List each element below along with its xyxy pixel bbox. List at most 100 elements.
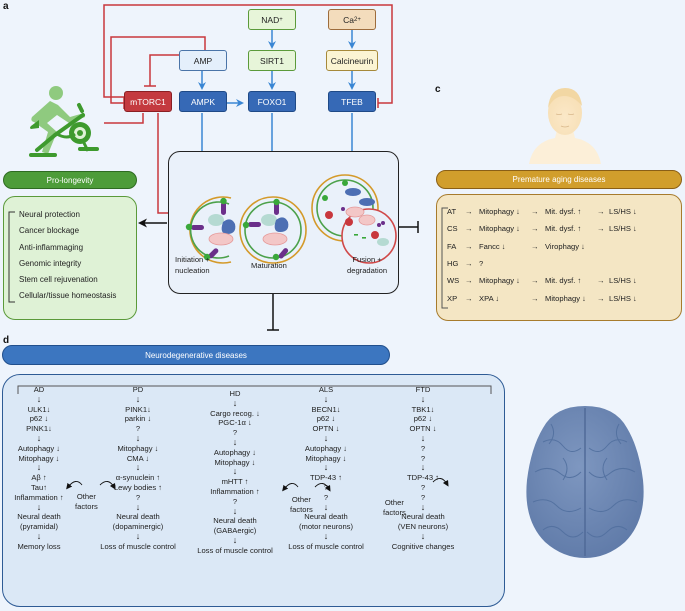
other-factors-line2: factors — [290, 505, 313, 514]
arrow-right-icon: → — [465, 276, 473, 286]
disease-step: Aβ ↑ — [31, 473, 47, 483]
disease-step: (GABAergic) — [213, 526, 257, 536]
disease-step: Loss of muscle control — [288, 541, 364, 551]
bracket-line — [8, 211, 15, 303]
disease-step: (dopaminergic) — [112, 522, 164, 532]
pro-longevity-item: Cancer blockage — [19, 226, 80, 236]
premature-aging-cell: XP — [447, 293, 458, 303]
arrow-down-icon: ↓ — [36, 432, 42, 443]
other-factors-line1: Other — [76, 492, 96, 501]
arrow-down-icon: ↓ — [232, 397, 238, 408]
node-ampk: AMPK — [179, 91, 227, 112]
node-mtorc1: mTORC1 — [124, 91, 172, 112]
arrow-down-icon: ↓ — [420, 393, 426, 404]
other-factors-label: Other factors — [383, 498, 406, 518]
stage-initiation-line1: Initiation + — [175, 255, 210, 264]
arrow-down-icon: ↓ — [135, 530, 141, 541]
arrow-down-icon: ↓ — [36, 393, 42, 404]
arrow-right-icon: → — [465, 258, 473, 268]
pro-longevity-item: Anti-inflammaging — [19, 242, 84, 252]
activation-lines — [198, 30, 356, 162]
autophagosome-icon — [239, 196, 307, 264]
disease-step: PINK1↓ — [125, 404, 151, 414]
disease-step: Mitophagy ↓ — [305, 453, 347, 463]
autophagy-stages-illustration — [185, 174, 397, 264]
arrow-down-icon: ↓ — [135, 462, 141, 473]
premature-aging-box: AT→Mitophagy ↓→Mit. dysf. ↑→LS/HS ↓CS→Mi… — [436, 194, 682, 321]
disease-step: TDP-43 ↑ — [406, 473, 440, 483]
disease-step: BECN1↓ — [311, 404, 341, 414]
arrow-down-icon: ↓ — [323, 530, 329, 541]
node-amp: AMP — [179, 50, 227, 71]
arrow-down-icon: ↓ — [135, 501, 141, 512]
arrow-down-icon: ↓ — [36, 462, 42, 473]
disease-step: PINK1↓ — [26, 424, 52, 434]
disease-step: (pyramidal) — [20, 522, 58, 532]
disease-step: Mitophagy ↓ — [214, 457, 256, 467]
premature-aging-cell: Mit. dysf. ↑ — [545, 224, 582, 234]
pro-longevity-banner: Pro-longevity — [3, 171, 137, 189]
pro-longevity-item: Cellular/tissue homeostasis — [19, 291, 117, 301]
arrow-down-icon: ↓ — [232, 436, 238, 447]
arrow-down-icon: ↓ — [323, 501, 329, 512]
disease-step: Neural death — [116, 512, 160, 522]
disease-step: Autophagy ↓ — [304, 443, 348, 453]
arrow-down-icon: ↓ — [36, 530, 42, 541]
premature-aging-cell: LS/HS ↓ — [609, 224, 637, 234]
disease-step: ? — [135, 424, 141, 434]
disease-step: TBK1↓ — [411, 404, 435, 414]
disease-step: ? — [420, 443, 426, 453]
arrow-down-icon: ↓ — [420, 432, 426, 443]
disease-step: Neural death — [304, 512, 348, 522]
node-foxo1: FOXO1 — [248, 91, 296, 112]
disease-step: Neural death — [17, 512, 61, 522]
node-tfeb: TFEB — [328, 91, 376, 112]
disease-step: FTD — [415, 385, 431, 394]
brain-icon — [526, 406, 644, 558]
disease-step: p62 ↓ — [29, 414, 49, 424]
stage-label-initiation: Initiation + nucleation — [175, 255, 210, 276]
stage-label-maturation: Maturation — [251, 261, 287, 270]
premature-aging-cell: Virophagy ↓ — [545, 241, 585, 251]
disease-step: ? — [232, 428, 238, 438]
nad-label: NAD — [261, 14, 280, 25]
premature-aging-cell: LS/HS ↓ — [609, 207, 637, 216]
stage-fusion-line2: degradation — [347, 265, 388, 275]
premature-aging-banner: Premature aging diseases — [436, 170, 682, 189]
arrow-right-icon: → — [465, 207, 473, 216]
arrow-down-icon: ↓ — [232, 466, 238, 477]
pro-longevity-item: Neural protection — [19, 210, 80, 219]
disease-step: HD — [229, 389, 241, 398]
curved-arrows — [66, 478, 449, 492]
premature-aging-cell: ? — [479, 258, 484, 268]
disease-step: Cognitive changes — [391, 541, 455, 551]
arrow-right-icon: → — [531, 293, 539, 303]
arrow-right-icon: → — [597, 224, 605, 234]
output-lines — [138, 218, 419, 331]
neurodegenerative-box: AD↓ULK1↓p62 ↓PINK1↓↓Autophagy ↓Mitophagy… — [2, 374, 505, 607]
premature-aging-cell: WS — [447, 276, 460, 286]
premature-aging-cell: Mitophagy ↓ — [479, 276, 520, 286]
arrow-right-icon: → — [531, 241, 539, 251]
premature-aging-cell: Mit. dysf. ↑ — [545, 207, 582, 216]
curved-arrow-left — [66, 481, 83, 490]
curved-arrow-right — [99, 481, 116, 490]
disease-step: ? — [420, 453, 426, 463]
disease-step: OPTN ↓ — [312, 424, 340, 434]
stage-label-fusion: Fusion + degradation — [347, 255, 387, 276]
amp-inhibits-mtorc1 — [149, 54, 179, 86]
arrow-down-icon: ↓ — [36, 501, 42, 512]
pro-longevity-box: Neural protection Cancer blockage Anti-i… — [3, 196, 137, 320]
arrow-right-icon: → — [531, 224, 539, 234]
neurodegenerative-banner: Neurodegenerative diseases — [2, 345, 390, 365]
disease-step: PGC-1α ↓ — [218, 418, 252, 428]
arrow-down-icon: ↓ — [135, 393, 141, 404]
disease-step: α-synuclein ↑ — [115, 473, 161, 483]
arrow-right-icon: → — [531, 276, 539, 286]
pro-longevity-list: Neural protection Cancer blockage Anti-i… — [19, 207, 116, 305]
premature-aging-cell: Mitophagy ↓ — [479, 224, 520, 234]
arrow-right-icon: → — [531, 207, 539, 216]
disease-column-als: ALS↓BECN1↓p62 ↓OPTN ↓↓Autophagy ↓Mitopha… — [288, 385, 364, 552]
disease-step: Mitophagy ↓ — [117, 443, 159, 453]
